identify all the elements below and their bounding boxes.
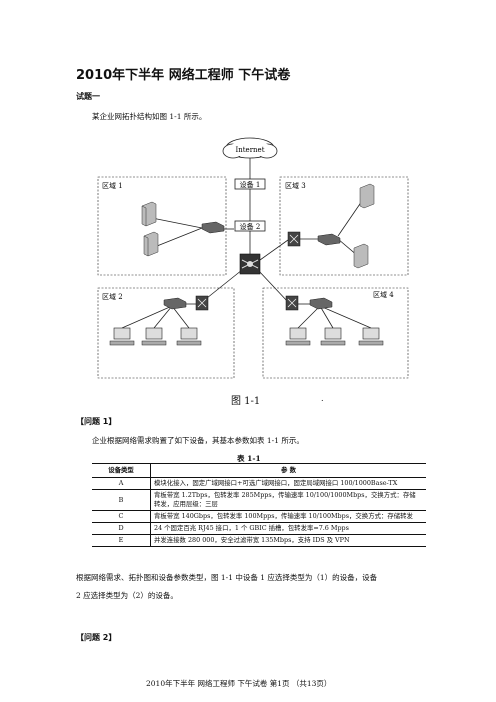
server-icon bbox=[359, 183, 375, 209]
caption-dot: . bbox=[321, 394, 324, 403]
server-icon bbox=[353, 243, 369, 269]
device-type-cell: D bbox=[92, 522, 151, 535]
question-heading: 试题一 bbox=[76, 92, 100, 101]
q1-text: 企业根据网络需求购置了如下设备，其基本参数如表 1-1 所示。 bbox=[92, 436, 304, 445]
device1-box bbox=[234, 178, 266, 190]
column-header: 设备类型 bbox=[92, 463, 151, 478]
device2-box bbox=[234, 220, 266, 232]
pc-icon bbox=[320, 327, 346, 346]
device-type-cell: E bbox=[92, 534, 151, 547]
switch-icon bbox=[317, 233, 341, 246]
spec-table: 设备类型 参 数 A 模块化接入，固定广域网接口+可选广域网接口，固定局域网接口… bbox=[92, 463, 426, 547]
switch-icon bbox=[163, 297, 187, 310]
params-cell: 24 个固定百兆 RJ45 接口，1 个 GBIC 插槽，包转发率=7.6 Mp… bbox=[150, 522, 426, 535]
device1-label: 设备 1 bbox=[240, 180, 261, 189]
q1-heading: 【问题 1】 bbox=[76, 417, 117, 426]
q1-after-line2: 2 应选择类型为（2）的设备。 bbox=[76, 591, 178, 600]
area4-box bbox=[262, 287, 409, 379]
table-caption: 表 1-1 bbox=[237, 454, 261, 463]
table-row: E 并发连接数 280 000，安全过滤带宽 135Mbps，支持 IDS 及 … bbox=[92, 534, 426, 547]
area2-label: 区域 2 bbox=[102, 292, 123, 301]
topology-figure: Internet 区域 1 区域 3 区域 2 区域 4 设备 1 设备 2 bbox=[97, 137, 409, 379]
device-type-cell: A bbox=[92, 477, 151, 490]
firewall-icon bbox=[287, 231, 301, 247]
table-header-row: 设备类型 参 数 bbox=[92, 463, 426, 478]
table-row: C 背板带宽 140Gbps，包转发率 100Mpps，传输速率 10/100M… bbox=[92, 510, 426, 523]
page-title: 2010年下半年 网络工程师 下午试卷 bbox=[76, 68, 291, 83]
table-row: A 模块化接入，固定广域网接口+可选广域网接口，固定局域网接口 100/1000… bbox=[92, 477, 426, 490]
params-cell: 背板带宽 1.2Tbps，包转发率 285Mpps，传输速率 10/100/10… bbox=[150, 489, 426, 511]
area3-label: 区域 3 bbox=[285, 181, 306, 190]
area2-box bbox=[97, 287, 235, 379]
core-switch-icon bbox=[239, 253, 261, 275]
firewall-icon bbox=[195, 295, 209, 311]
server-icon bbox=[141, 201, 157, 227]
firewall-icon bbox=[285, 295, 299, 311]
pc-icon bbox=[285, 327, 311, 346]
device2-label: 设备 2 bbox=[240, 222, 261, 231]
params-line: 转发，应用层级：三层 bbox=[154, 500, 218, 508]
internet-cloud: Internet bbox=[222, 137, 278, 159]
pc-icon bbox=[358, 327, 384, 346]
table-row: D 24 个固定百兆 RJ45 接口，1 个 GBIC 插槽，包转发率=7.6 … bbox=[92, 522, 426, 535]
area1-label: 区域 1 bbox=[102, 181, 123, 190]
device-type-cell: B bbox=[92, 489, 151, 511]
server-icon bbox=[143, 231, 159, 257]
pc-icon bbox=[176, 327, 202, 346]
params-cell: 并发连接数 280 000，安全过滤带宽 135Mbps，支持 IDS 及 VP… bbox=[150, 534, 426, 547]
table-row: B 背板带宽 1.2Tbps，包转发率 285Mpps，传输速率 10/100/… bbox=[92, 489, 426, 511]
device-type-cell: C bbox=[92, 510, 151, 523]
intro-text: 某企业网拓扑结构如图 1-1 所示。 bbox=[92, 112, 207, 121]
params-cell: 背板带宽 140Gbps，包转发率 100Mpps，传输速率 10/100Mbp… bbox=[150, 510, 426, 523]
column-header: 参 数 bbox=[150, 463, 426, 478]
pc-icon bbox=[109, 327, 135, 346]
page-footer: 2010年下半年 网络工程师 下午试卷 第1页 （共13页） bbox=[146, 679, 332, 688]
switch-icon bbox=[201, 221, 225, 234]
q1-after-line1: 根据网络需求、拓扑图和设备参数类型，图 1-1 中设备 1 应选择类型为（1）的… bbox=[76, 573, 378, 582]
pc-icon bbox=[141, 327, 167, 346]
cloud-label: Internet bbox=[235, 146, 264, 154]
switch-icon bbox=[309, 297, 333, 310]
figure-caption: 图 1-1 bbox=[231, 396, 261, 407]
area1-box bbox=[97, 176, 227, 276]
q2-heading: 【问题 2】 bbox=[76, 633, 117, 642]
area4-label: 区域 4 bbox=[373, 290, 394, 299]
area3-box bbox=[279, 176, 409, 276]
params-cell: 模块化接入，固定广域网接口+可选广域网接口，固定局域网接口 100/1000Ba… bbox=[150, 477, 426, 490]
params-line: 背板带宽 1.2Tbps，包转发率 285Mpps，传输速率 10/100/10… bbox=[154, 491, 416, 499]
